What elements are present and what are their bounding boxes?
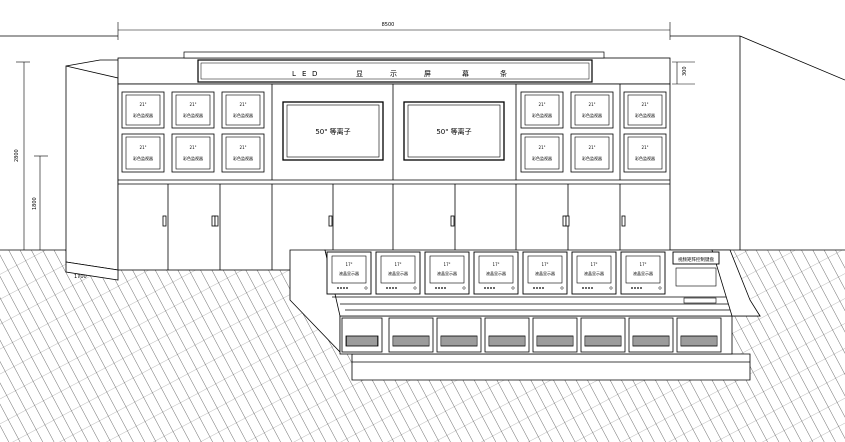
dim-floor-label: 1700 xyxy=(74,274,87,280)
monitor-size: 21" xyxy=(589,102,596,107)
plasma-screen-left: 50" 等离子 xyxy=(282,101,384,161)
wall-monitor: 21" 彩色监视器 xyxy=(221,133,265,173)
monitor-label: 彩色监视器 xyxy=(635,155,655,161)
right-monitor-bank: 21" 彩色监视器 21" 彩色监视器 21" 彩色监视器 21" 彩色监视器 … xyxy=(520,91,667,173)
monitor-size: 21" xyxy=(589,145,596,150)
wall-monitor: 21" 彩色监视器 xyxy=(623,133,667,173)
console-monitor-label: 液晶显示器 xyxy=(486,270,506,276)
wall-monitor: 21" 彩色监视器 xyxy=(121,91,165,129)
led-sign: L E D 显 示 屏 幕 条 xyxy=(183,51,605,83)
wall-monitor: 21" 彩色监视器 xyxy=(623,91,667,129)
wall-monitor: 21" 彩色监视器 xyxy=(520,91,564,129)
monitor-label: 彩色监视器 xyxy=(183,112,203,118)
monitor-label: 彩色监视器 xyxy=(532,155,552,161)
dim-right-label: 300 xyxy=(682,66,688,76)
monitor-label: 彩色监视器 xyxy=(183,155,203,161)
console-monitor-size: 17" xyxy=(640,262,647,267)
plasma-label: 50" 等离子 xyxy=(436,127,471,136)
monitor-label: 彩色监视器 xyxy=(233,155,253,161)
monitor-label: 彩色监视器 xyxy=(133,112,153,118)
console-bays xyxy=(341,317,722,353)
console-monitor-size: 17" xyxy=(444,262,451,267)
console-monitor-label: 液晶显示器 xyxy=(535,270,555,276)
console-monitor-label: 液晶显示器 xyxy=(584,270,604,276)
monitor-size: 21" xyxy=(240,145,247,150)
left-side-wing xyxy=(65,59,119,281)
console-monitor: 17" 液晶显示器 xyxy=(424,251,470,295)
console-monitor: 17" 液晶显示器 xyxy=(522,251,568,295)
monitor-size: 21" xyxy=(190,145,197,150)
led-char-2: 示 xyxy=(390,70,397,78)
led-char-1: 显 xyxy=(356,70,363,78)
console-monitor-size: 17" xyxy=(346,262,353,267)
dim-left-tall-label: 2800 xyxy=(14,149,20,162)
monitor-label: 彩色监视器 xyxy=(133,155,153,161)
wall-monitor: 21" 彩色监视器 xyxy=(171,91,215,129)
monitor-label: 彩色监视器 xyxy=(635,112,655,118)
console-monitor: 17" 液晶显示器 xyxy=(375,251,421,295)
monitor-label: 彩色监视器 xyxy=(532,112,552,118)
console-monitors: 17" 液晶显示器 17" 液晶显示器 17" 液晶显示器 17" 液晶显示器 xyxy=(326,251,720,304)
wall-monitor: 21" 彩色监视器 xyxy=(570,133,614,173)
wall-monitor: 21" 彩色监视器 xyxy=(221,91,265,129)
led-char-5: 条 xyxy=(500,69,507,78)
wall-monitor: 21" 彩色监视器 xyxy=(520,133,564,173)
monitor-size: 21" xyxy=(539,145,546,150)
monitor-size: 21" xyxy=(240,102,247,107)
console-monitor: 17" 液晶显示器 xyxy=(473,251,519,295)
console-monitor: 17" 液晶显示器 xyxy=(620,251,666,295)
monitor-size: 21" xyxy=(140,102,147,107)
console-monitor-label: 液晶显示器 xyxy=(388,270,408,276)
console-monitor-label: 液晶显示器 xyxy=(339,270,359,276)
led-letter-e: E xyxy=(302,70,306,78)
cabinet-handles xyxy=(162,215,626,227)
led-letter-d: D xyxy=(312,70,317,78)
console-monitor: 17" 液晶显示器 xyxy=(571,251,617,295)
monitor-size: 21" xyxy=(140,145,147,150)
console-monitor-size: 17" xyxy=(542,262,549,267)
monitor-size: 21" xyxy=(642,145,649,150)
matrix-control-panel: 视频矩阵控制键盘 xyxy=(672,251,720,304)
monitor-size: 21" xyxy=(190,102,197,107)
monitor-label: 彩色监视器 xyxy=(582,112,602,118)
monitor-size: 21" xyxy=(642,102,649,107)
led-letter-l: L xyxy=(292,70,296,78)
monitor-size: 21" xyxy=(539,102,546,107)
monitor-label: 彩色监视器 xyxy=(233,112,253,118)
monitor-label: 彩色监视器 xyxy=(582,155,602,161)
console-monitor: 17" 液晶显示器 xyxy=(326,251,372,295)
console-monitor-label: 液晶显示器 xyxy=(633,270,653,276)
left-monitor-bank: 21" 彩色监视器 21" 彩色监视器 21" 彩色监视器 21" 彩色监视器 … xyxy=(121,91,265,173)
wall-monitor: 21" 彩色监视器 xyxy=(570,91,614,129)
wall-monitor: 21" 彩色监视器 xyxy=(171,133,215,173)
control-panel-label: 视频矩阵控制键盘 xyxy=(678,256,714,263)
led-char-4: 幕 xyxy=(462,69,469,78)
plasma-label: 50" 等离子 xyxy=(315,127,350,136)
led-char-3: 屏 xyxy=(424,70,431,78)
plasma-screen-right: 50" 等离子 xyxy=(403,101,505,161)
dim-top-label: 8500 xyxy=(382,22,395,28)
console-monitor-size: 17" xyxy=(395,262,402,267)
wall-monitor: 21" 彩色监视器 xyxy=(121,133,165,173)
dimension-lines xyxy=(16,22,695,250)
console-monitor-size: 17" xyxy=(591,262,598,267)
dim-left-short-label: 1800 xyxy=(32,197,38,210)
console-monitor-size: 17" xyxy=(493,262,500,267)
console-monitor-label: 液晶显示器 xyxy=(437,270,457,276)
